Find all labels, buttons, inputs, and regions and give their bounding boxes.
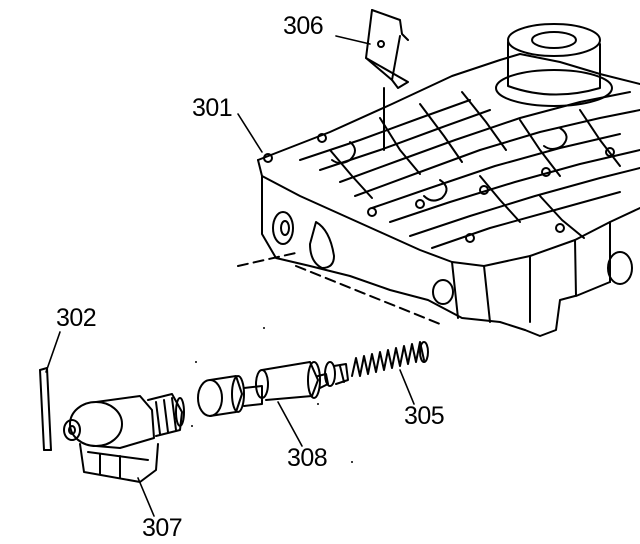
- print-dots: [191, 327, 353, 463]
- roll-pin: [39, 367, 52, 451]
- callout-301: 301: [192, 94, 233, 122]
- callout-308: 308: [287, 444, 328, 472]
- callout-307: 307: [142, 514, 183, 542]
- valve-body: [237, 23, 640, 337]
- valve-spool: [197, 361, 349, 417]
- solenoid: [63, 393, 185, 483]
- callout-302: 302: [56, 304, 97, 332]
- callout-306: 306: [283, 12, 324, 40]
- leader-lines: [45, 35, 415, 517]
- spring: [351, 341, 429, 377]
- callout-305: 305: [404, 402, 445, 430]
- retainer-clip: [365, 9, 409, 151]
